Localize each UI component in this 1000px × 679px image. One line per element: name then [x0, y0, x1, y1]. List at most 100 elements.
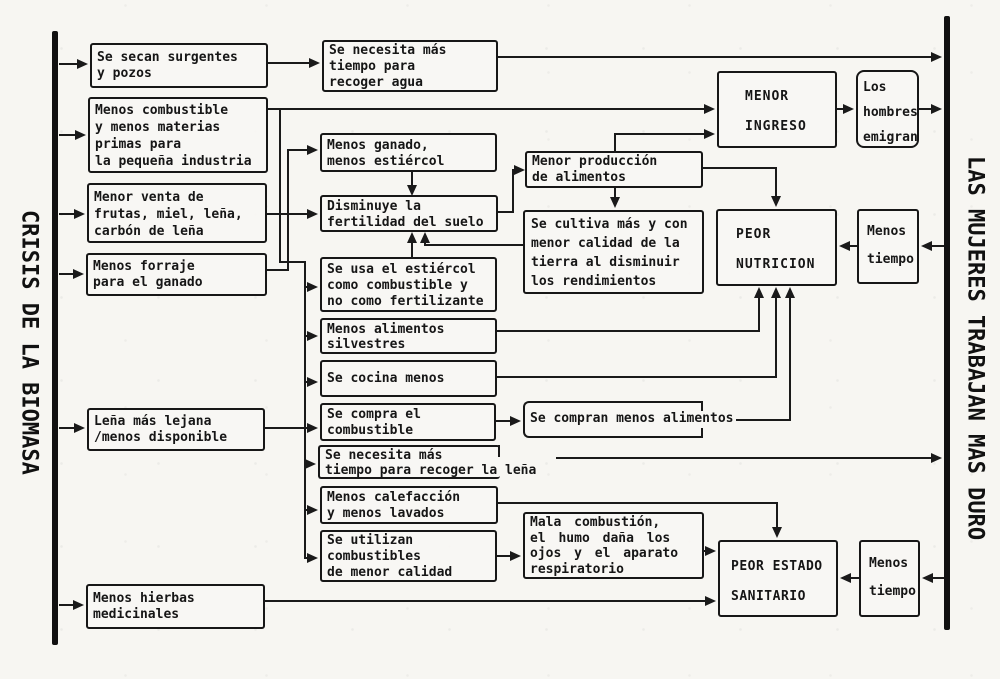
connector-line: [59, 427, 75, 429]
box-menor-ingreso: MENOR INGRESO: [717, 71, 837, 148]
box-hombres-emigran: Los hombres emigran: [856, 70, 919, 148]
arrowhead: [74, 423, 85, 433]
arrowhead: [75, 130, 86, 140]
connector-line: [847, 245, 857, 247]
arrowhead: [754, 287, 764, 298]
arrowhead: [785, 287, 795, 298]
box-menor-produccion: Menor producción de alimentos: [525, 151, 703, 188]
connector-line: [59, 604, 74, 606]
arrowhead: [77, 59, 88, 69]
connector-line: [279, 108, 281, 263]
connector-line: [304, 286, 308, 288]
box-menos-ganado: Menos ganado, menos estiércol: [320, 133, 497, 172]
box-menos-tiempo-upper: Menos tiempo: [857, 209, 919, 284]
connector-line: [498, 502, 778, 504]
connector-line: [496, 420, 511, 422]
left-bar-label: CRISIS DE LA BIOMASA: [16, 210, 42, 475]
arrowhead: [307, 377, 318, 387]
box-se-secan-surgentes: Se secan surgentes y pozos: [90, 43, 268, 88]
arrowhead: [921, 241, 932, 251]
box-menos-alimentos-silvestres: Menos alimentos silvestres: [320, 318, 497, 354]
connector-line: [736, 419, 791, 421]
box-lena-mas-lejana: Leña más lejana /menos disponible: [87, 408, 265, 451]
arrowhead: [610, 197, 620, 208]
connector-line: [931, 577, 944, 579]
connector-line: [59, 273, 74, 275]
connector-line: [304, 261, 306, 559]
arrowhead: [307, 331, 318, 341]
connector-line: [919, 108, 933, 110]
connector-line: [425, 244, 523, 246]
arrowhead: [407, 185, 417, 196]
right-bar-label: LAS MUJERES TRABAJAN MAS DURO: [962, 155, 988, 541]
box-se-cocina-menos: Se cocina menos: [320, 360, 497, 397]
arrowhead: [305, 459, 316, 469]
arrowhead: [514, 165, 525, 175]
connector-line: [837, 108, 845, 110]
connector-line: [614, 133, 616, 153]
box-estiercol-combustible: Se usa el estiércol como combustible y n…: [320, 257, 497, 312]
box-menos-tiempo-lower: Menos tiempo: [859, 540, 920, 617]
arrowhead: [307, 423, 318, 433]
box-menos-forraje: Menos forraje para el ganado: [86, 253, 267, 296]
arrowhead: [704, 104, 715, 114]
left-crisis-bar: [52, 31, 58, 645]
arrowhead: [931, 104, 942, 114]
connector-line: [556, 457, 932, 459]
connector-line: [304, 509, 308, 511]
arrowhead: [771, 196, 781, 207]
arrowhead: [705, 596, 716, 606]
connector-line: [497, 555, 511, 557]
connector-line: [850, 577, 859, 579]
arrowhead: [73, 269, 84, 279]
box-compran-right-stub-top: [701, 401, 703, 411]
connector-line: [268, 62, 311, 64]
box-disminuye-fertilidad: Disminuye la fertilidad del suelo: [320, 195, 498, 232]
arrowhead: [510, 551, 521, 561]
arrowhead: [309, 58, 320, 68]
arrowhead: [420, 232, 430, 243]
connector-line: [265, 427, 308, 429]
box-peor-estado-sanitario: PEOR ESTADO SANITARIO: [718, 540, 838, 617]
arrowhead: [840, 573, 851, 583]
arrowhead: [931, 453, 942, 463]
connector-line: [424, 242, 426, 246]
box-tiempo-recoger-lena: Se necesita más tiempo para recoger la l…: [318, 445, 536, 479]
box-se-compra-combustible: Se compra el combustible: [320, 403, 496, 441]
box-compran-menos-alimentos: Se compran menos alimentos: [523, 401, 734, 438]
connector-line: [304, 335, 308, 337]
arrowhead: [705, 546, 716, 556]
connector-line: [267, 269, 289, 271]
connector-line: [789, 297, 791, 421]
connector-line: [498, 211, 514, 213]
arrowhead: [931, 52, 942, 62]
arrowhead: [307, 282, 318, 292]
connector-line: [930, 245, 944, 247]
connector-line: [304, 557, 308, 559]
arrowhead: [73, 600, 84, 610]
box-mala-combustion: Mala combustión, el humo daña los ojos y…: [523, 512, 704, 579]
box-menos-hierbas: Menos hierbas medicinales: [86, 584, 265, 629]
connector-line: [268, 108, 706, 110]
connector-line: [59, 63, 79, 65]
connector-line: [498, 56, 933, 58]
arrowhead: [839, 241, 850, 251]
connector-line: [758, 297, 760, 332]
box-menor-venta: Menor venta de frutas, miel, leña, carbó…: [87, 183, 267, 243]
connector-line: [775, 167, 777, 197]
box-compran-right-stub-bottom: [701, 428, 703, 438]
arrowhead: [407, 232, 417, 243]
arrowhead: [843, 104, 854, 114]
connector-line: [287, 149, 289, 271]
connector-line: [776, 502, 778, 529]
connector-line: [288, 149, 308, 151]
connector-line: [265, 600, 706, 602]
arrowhead: [307, 553, 318, 563]
box-menos-combustible: Menos combustible y menos materias prima…: [88, 97, 268, 173]
arrowhead: [307, 145, 318, 155]
connector-line: [614, 188, 616, 198]
arrowhead: [307, 209, 318, 219]
connector-line: [59, 213, 75, 215]
box-combustibles-menor-calidad: Se utilizan combustibles de menor calida…: [320, 530, 497, 582]
connector-line: [615, 133, 706, 135]
